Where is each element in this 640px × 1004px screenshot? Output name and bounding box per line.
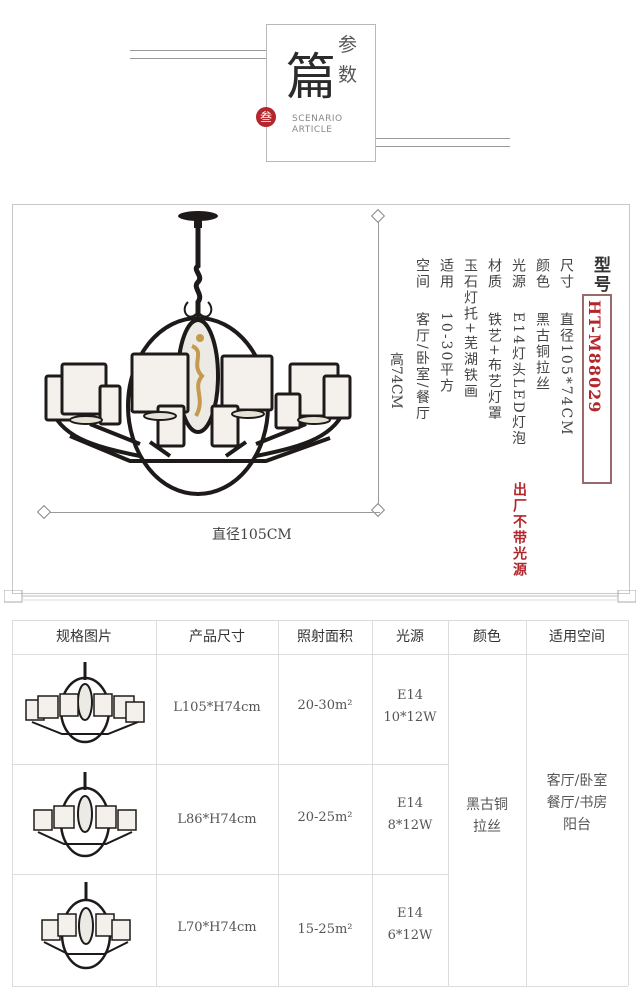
table-cell-source: E14 (396, 906, 424, 921)
spec-key: 材质 (486, 258, 502, 290)
header-title: 篇 (286, 48, 336, 106)
table-cell-space: 阳台 (563, 817, 591, 833)
spec-value: 10-30平方 (438, 312, 454, 395)
table-cell-space: 餐厅/书房 (546, 795, 608, 811)
model-label: 型号 (590, 256, 610, 294)
table-cell-area: 20-30m² (297, 698, 353, 713)
header-small-char: 参 (338, 34, 358, 56)
no-bulb-note: 出厂不带光源 (511, 482, 527, 578)
table-header: 产品尺寸 (189, 629, 245, 645)
header-line (320, 138, 510, 139)
table-cell-area: 20-25m² (297, 810, 353, 825)
table-cell-source: 10*12W (383, 710, 437, 725)
spec-key: 尺寸 (558, 258, 574, 290)
table-cell-size: L105*H74cm (173, 700, 261, 715)
table-cell-source: 6*12W (387, 928, 433, 943)
width-label: 直径105CM (212, 527, 292, 543)
table-header: 规格图片 (56, 629, 112, 645)
spec-value: E14灯头LED灯泡 (510, 312, 526, 447)
header-small-char: 数 (338, 64, 358, 86)
height-label: 高74CM (388, 352, 404, 409)
header-english-line: ARTICLE (292, 125, 333, 135)
spec-key: 适用 (438, 258, 454, 290)
table-cell-size: L86*H74cm (177, 812, 257, 827)
header-line (330, 146, 510, 147)
header-frame (266, 24, 376, 162)
spec-value: 黑古铜拉丝 (534, 312, 550, 392)
table-header: 光源 (396, 629, 424, 645)
table-header: 适用空间 (549, 629, 605, 645)
chandelier-image (44, 211, 352, 496)
table-cell-source: E14 (396, 688, 424, 703)
table-row-image (41, 882, 131, 970)
header-english: SCENARIO ARTICLE (292, 114, 343, 136)
spec-value: 玉石灯托+芜湖铁画 (462, 258, 478, 400)
section-divider (4, 590, 636, 603)
spec-key: 空间 (414, 258, 430, 290)
height-dimension-line (378, 216, 379, 510)
width-dimension-line (44, 512, 380, 513)
table-header: 颜色 (473, 629, 501, 645)
table-cell-area: 15-25m² (297, 922, 353, 937)
header-line (130, 58, 268, 59)
table-cell-color: 拉丝 (473, 819, 501, 835)
seal-badge: 叁 (256, 107, 276, 127)
header-english-line: SCENARIO (292, 114, 343, 124)
header-line (130, 50, 270, 51)
model-number: HT-M88029 (585, 300, 604, 414)
table-cell-source: E14 (396, 796, 424, 811)
model-frame (582, 294, 612, 484)
table-cell-size: L70*H74cm (177, 920, 257, 935)
table-cell-source: 8*12W (387, 818, 433, 833)
spec-value: 铁艺+布艺灯罩 (486, 312, 502, 422)
spec-key: 颜色 (534, 258, 550, 290)
table-header: 照射面积 (297, 629, 353, 645)
spec-value: 直径105*74CM (558, 312, 574, 437)
spec-key: 光源 (510, 258, 526, 290)
table-cell-color: 黑古铜 (466, 797, 508, 813)
spec-value: 客厅/卧室/餐厅 (414, 312, 430, 422)
table-row-image (33, 772, 137, 858)
table-row-image (25, 662, 145, 744)
table-cell-space: 客厅/卧室 (546, 773, 608, 789)
